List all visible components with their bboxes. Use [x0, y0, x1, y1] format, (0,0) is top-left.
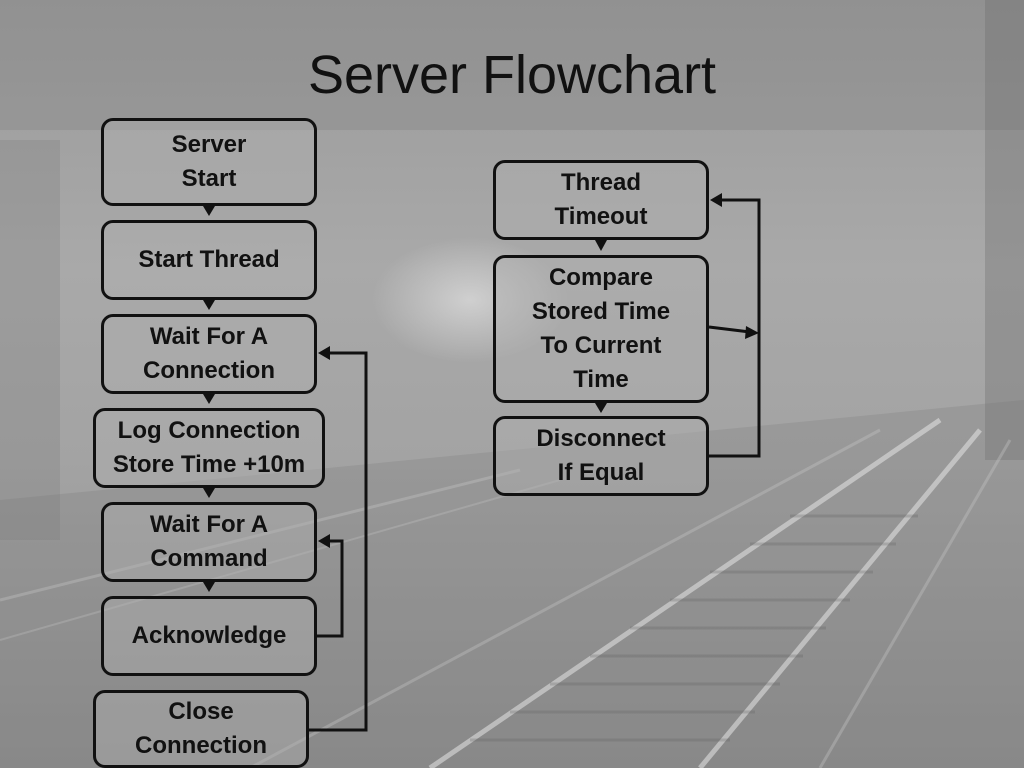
wait-for-command-box: Wait For A Command: [101, 502, 317, 582]
acknowledge-box: Acknowledge: [101, 596, 317, 676]
disconnect-box: Disconnect If Equal: [493, 416, 709, 496]
start-thread-box: Start Thread: [101, 220, 317, 300]
thread-timeout-box: Thread Timeout: [493, 160, 709, 240]
close-connection-box: Close Connection: [93, 690, 309, 768]
log-connection-box: Log Connection Store Time +10m: [93, 408, 325, 488]
compare-time-box: Compare Stored Time To Current Time: [493, 255, 709, 403]
wait-for-connection-box: Wait For A Connection: [101, 314, 317, 394]
page-title: Server Flowchart: [307, 45, 717, 105]
server-start-box: Server Start: [101, 118, 317, 206]
